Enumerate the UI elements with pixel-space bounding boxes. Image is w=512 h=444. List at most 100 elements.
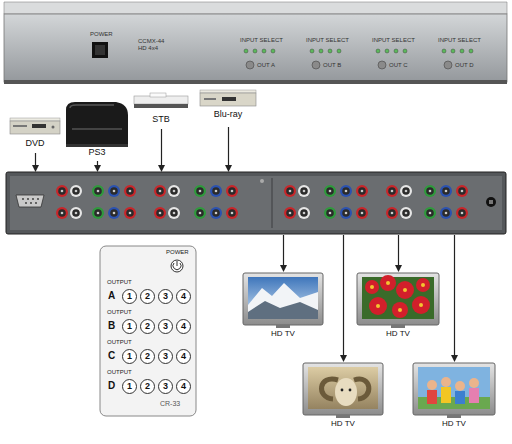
bluray-player [200, 90, 256, 106]
source-device: STB [132, 92, 191, 128]
remote-button: 1 [122, 349, 137, 364]
row-letter: B [108, 321, 115, 331]
button-number: 4 [177, 320, 190, 333]
node-text: STB [132, 114, 190, 124]
node-text: HD TV [356, 329, 440, 338]
panel-label: INPUT SELECT [306, 37, 349, 43]
arrow-line [398, 235, 399, 266]
button-number: 3 [159, 380, 172, 393]
node-text: HD TV [412, 419, 496, 428]
node-text: HD TV [302, 419, 384, 428]
button-number: 3 [159, 290, 172, 303]
arrow-line [454, 235, 455, 356]
signal-arrow [395, 235, 402, 272]
button-number: 2 [141, 380, 154, 393]
button-number: 3 [159, 350, 172, 363]
signal-arrow [32, 153, 39, 172]
panel-label: OUT B [323, 62, 341, 68]
switcher-front: CCMX-44 HD 4x4 [4, 2, 507, 84]
button-number: 2 [141, 320, 154, 333]
arrow-head [280, 265, 287, 272]
button-number: 4 [177, 380, 190, 393]
front-panel [4, 2, 507, 84]
node-text: HD TV [242, 329, 324, 338]
remote-button: 1 [122, 289, 137, 304]
row-letter: A [108, 291, 115, 301]
remote-button: 3 [158, 379, 173, 394]
remote-button: 1 [122, 319, 137, 334]
button-number: 3 [159, 320, 172, 333]
remote-label: OUTPUT [107, 279, 132, 285]
arrow-head [395, 265, 402, 272]
remote-button: 4 [176, 289, 191, 304]
arrow-head [32, 165, 39, 172]
tv-set [303, 363, 383, 418]
switcher-rear [6, 172, 506, 234]
panel-label: OUT A [257, 62, 275, 68]
arrow-head [158, 165, 165, 172]
row-letter: C [108, 351, 115, 361]
remote-control [100, 246, 196, 416]
button-number: 2 [141, 290, 154, 303]
signal-arrow [340, 235, 347, 362]
button-number: 1 [123, 320, 136, 333]
remote-button: 3 [158, 349, 173, 364]
remote-button: 2 [140, 379, 155, 394]
node-text: DVD [8, 138, 62, 148]
button-number: 1 [123, 380, 136, 393]
arrow-line [228, 127, 229, 166]
hd-tv: HD TV [242, 272, 325, 342]
signal-arrow [225, 127, 232, 172]
source-device: DVD [8, 116, 63, 152]
arrow-line [161, 129, 162, 166]
signal-arrow [280, 235, 287, 272]
arrow-line [343, 235, 344, 356]
signal-arrow [158, 129, 165, 172]
button-number: 1 [123, 350, 136, 363]
arrow-head [94, 165, 101, 172]
arrow-head [340, 355, 347, 362]
remote-button: 1 [122, 379, 137, 394]
button-number: 4 [177, 290, 190, 303]
hd-tv: HD TV [356, 272, 441, 342]
panel-label: INPUT SELECT [372, 37, 415, 43]
remote-label: OUTPUT [107, 339, 132, 345]
tv-set [357, 273, 439, 328]
remote-button: 4 [176, 349, 191, 364]
arrow-head [451, 355, 458, 362]
node-text: CR-33 [160, 400, 192, 408]
remote-button: 2 [140, 289, 155, 304]
remote-button: 3 [158, 289, 173, 304]
panel-label: INPUT SELECT [438, 37, 481, 43]
ps3-console [66, 102, 128, 147]
remote-button: 3 [158, 319, 173, 334]
remote-button: 2 [140, 349, 155, 364]
node-text: CCMX-44 HD 4x4 [138, 38, 170, 52]
source-device: Blu-ray [198, 88, 259, 126]
remote-button: 4 [176, 319, 191, 334]
signal-arrow [451, 235, 458, 362]
dvd-player [10, 118, 60, 134]
panel-label: OUT D [455, 62, 474, 68]
set-top-box [134, 93, 188, 108]
panel-label: INPUT SELECT [240, 37, 283, 43]
arrow-head [225, 165, 232, 172]
node-text: PS3 [64, 147, 130, 157]
button-number: 1 [123, 290, 136, 303]
arrow-line [283, 235, 284, 266]
remote-label: POWER [166, 249, 189, 255]
row-letter: D [108, 381, 115, 391]
button-number: 4 [177, 350, 190, 363]
remote-button: 4 [176, 379, 191, 394]
tv-set [243, 273, 323, 328]
tv-set [413, 363, 495, 418]
hd-tv: HD TV [302, 362, 385, 432]
hd-tv: HD TV [412, 362, 497, 432]
node-text: Blu-ray [198, 109, 258, 119]
rear-panel [6, 172, 506, 234]
signal-arrow [94, 161, 101, 172]
